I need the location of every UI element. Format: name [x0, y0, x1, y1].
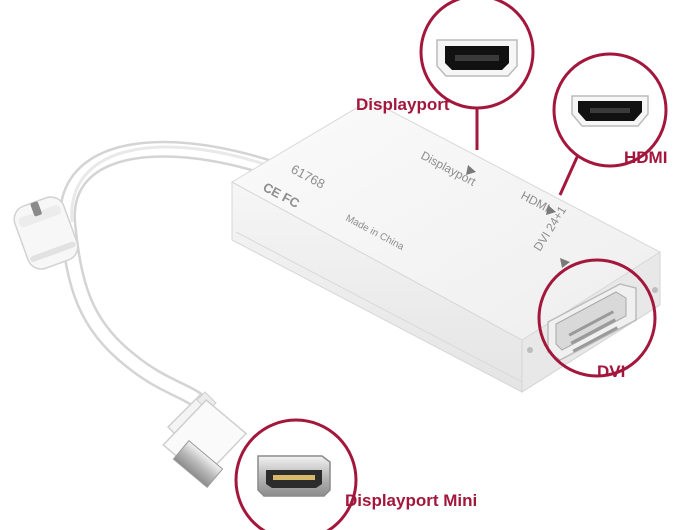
callout-dvi-circle	[537, 258, 657, 378]
dvi-port	[527, 283, 658, 361]
callout-label-hdmi: HDMI	[624, 148, 668, 167]
ferrite-core	[13, 196, 79, 270]
mini-displayport-plug	[162, 391, 248, 489]
arrow-icons	[466, 165, 570, 268]
callout-label-dvi: DVI	[597, 362, 626, 381]
callout-label-displayport-mini: Displayport Mini	[345, 491, 478, 510]
callout-label-displayport: Displayport	[356, 95, 450, 114]
callout-mini-circle	[234, 418, 358, 530]
callout-dp-circle	[419, 0, 535, 150]
callout-hdmi-circle	[552, 52, 668, 196]
